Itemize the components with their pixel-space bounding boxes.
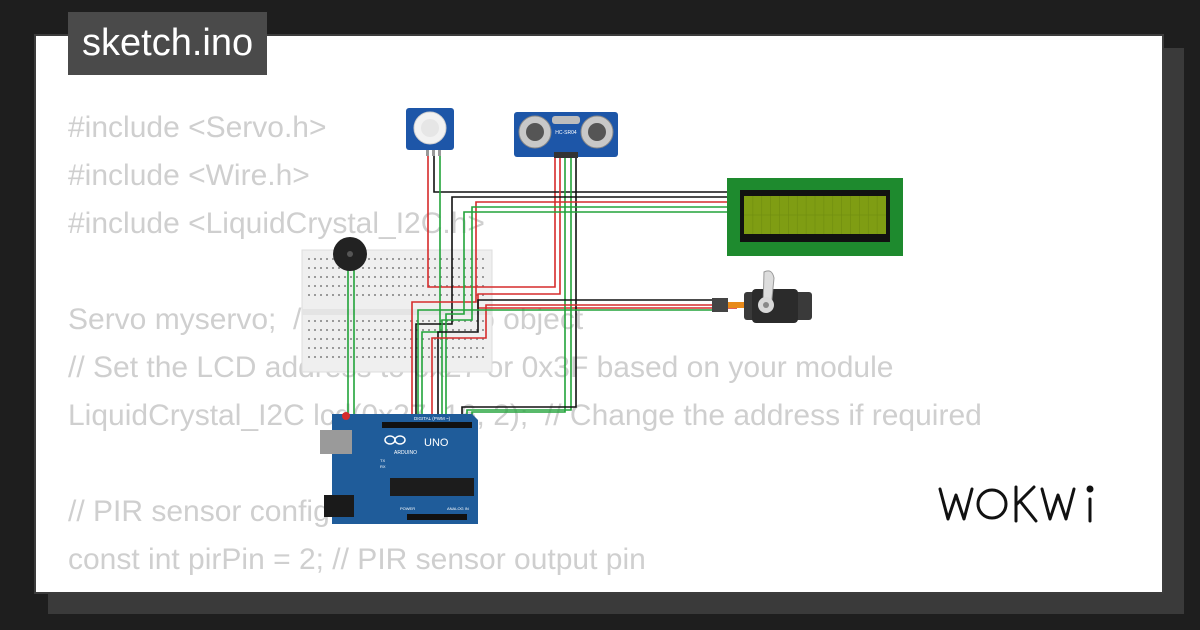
code-line: #include <Servo.h> [68,111,327,144]
circuit-diagram: HC-SR04 DIGIT [301,108,903,524]
buzzer-icon [333,237,367,271]
servo-motor-icon [712,270,812,323]
code-line: #include <Wire.h> [68,159,310,192]
code-preview: #include <Servo.h> #include <Wire.h> #incl… [68,104,982,584]
svg-text:DIGITAL (PWM ~): DIGITAL (PWM ~) [414,416,451,421]
code-line: // PIR sensor config [68,495,330,528]
ultrasonic-sensor-icon: HC-SR04 [514,112,618,158]
lcd-display-icon [727,178,903,256]
breadboard-icon [301,249,493,373]
svg-text:UNO: UNO [424,437,449,449]
svg-text:RX: RX [380,464,386,469]
wokwi-logo-icon [938,485,1094,523]
svg-text:TX: TX [380,458,385,463]
code-line: const int pirPin = 2; // PIR sensor outp… [68,543,646,576]
svg-text:POWER: POWER [400,506,415,511]
preview-card[interactable]: #include <Servo.h> #include <Wire.h> #incl… [34,34,1164,594]
svg-text:ARDUINO: ARDUINO [394,450,417,456]
arduino-uno-icon: DIGITAL (PWM ~) UNO ARDUINO TX RX POWER … [320,412,478,524]
file-title-tab[interactable]: sketch.ino [68,12,268,75]
wokwi-logo[interactable] [936,481,1108,532]
svg-text:ANALOG IN: ANALOG IN [447,506,469,511]
svg-text:HC-SR04: HC-SR04 [555,130,577,136]
pir-sensor-icon [406,108,454,156]
code-line: #include <LiquidCrystal_I2C.h> [68,207,485,240]
